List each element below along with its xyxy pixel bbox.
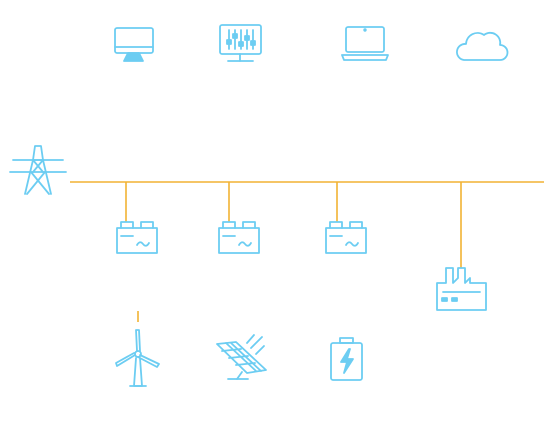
- monitor-icon: [114, 27, 154, 62]
- battery-icon: [330, 337, 363, 381]
- inverter-icon: [218, 221, 260, 254]
- solar-panel-icon: [216, 334, 267, 380]
- inverter-icon: [116, 221, 158, 254]
- wind-turbine-icon: [115, 329, 160, 387]
- laptop-icon: [341, 26, 389, 61]
- transmission-tower-icon: [9, 145, 67, 195]
- inverter-icon: [325, 221, 367, 254]
- power-bus: [70, 181, 544, 322]
- factory-icon: [436, 267, 487, 311]
- cloud-icon: [456, 31, 509, 61]
- control-panel-icon: [219, 24, 262, 62]
